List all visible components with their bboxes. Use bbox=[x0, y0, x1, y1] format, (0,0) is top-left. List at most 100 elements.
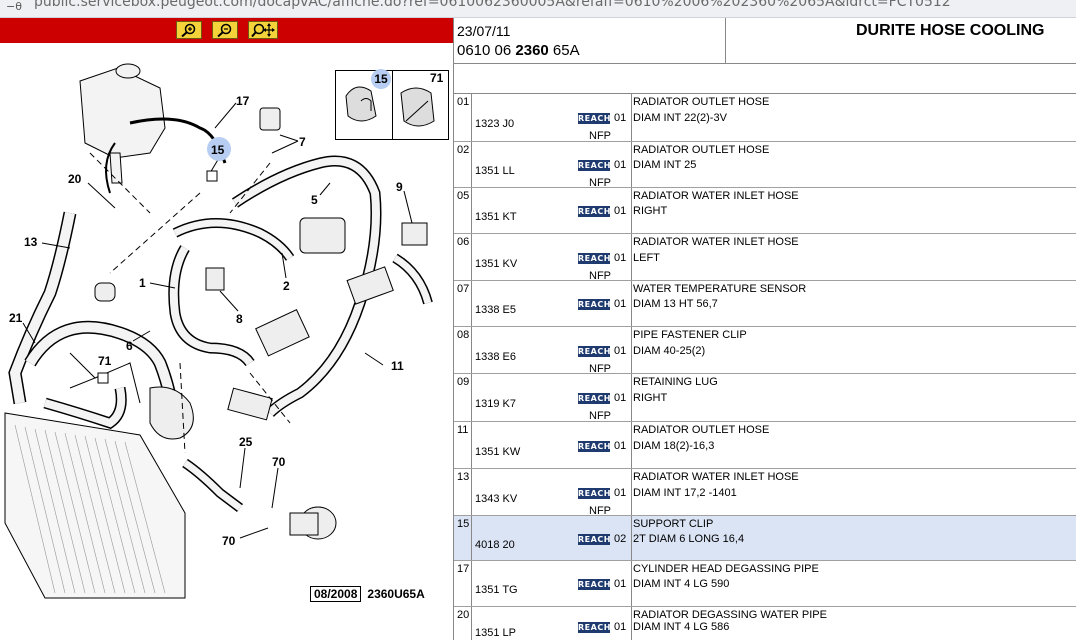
part-reference[interactable]: 1338 E6 bbox=[475, 351, 516, 363]
row-number: 08 bbox=[454, 327, 472, 373]
row-number: 07 bbox=[454, 281, 472, 326]
desc-divider bbox=[631, 142, 632, 187]
part-reference[interactable]: 1351 LL bbox=[475, 165, 515, 177]
ref-box-label-15[interactable]: 15 bbox=[371, 69, 391, 89]
part-quantity: 01 bbox=[614, 159, 627, 171]
desc-divider bbox=[631, 327, 632, 373]
header-spacer-row bbox=[454, 64, 1076, 94]
part-reference[interactable]: 1351 KT bbox=[475, 211, 517, 223]
callout-13: 13 bbox=[24, 235, 38, 249]
browser-url-bar[interactable]: −θ public.servicebox.peugeot.com/docapvA… bbox=[0, 0, 1076, 18]
callout-15: 15 bbox=[211, 143, 225, 157]
reach-badge: REACH bbox=[578, 534, 611, 545]
callout-7: 7 bbox=[299, 135, 306, 149]
part-description: RADIATOR OUTLET HOSE bbox=[633, 144, 770, 156]
callout-70-top: 70 bbox=[272, 455, 286, 469]
part-description: RADIATOR WATER INLET HOSE bbox=[633, 236, 799, 248]
part-quantity: 01 bbox=[614, 345, 627, 357]
part-quantity: 01 bbox=[614, 392, 627, 404]
callout-11: 11 bbox=[391, 359, 404, 373]
ref-box-clip-drawings bbox=[345, 86, 435, 127]
part-quantity: 01 bbox=[614, 487, 627, 499]
nfp-label: NFP bbox=[589, 270, 611, 282]
exploded-parts-diagram[interactable]: 17 15 7 20 5 9 13 1 2 8 21 6 71 11 25 70… bbox=[0, 43, 453, 640]
zoom-move-button[interactable] bbox=[248, 21, 278, 39]
part-reference[interactable]: 1319 K7 bbox=[475, 398, 516, 410]
part-description: SUPPORT CLIP bbox=[633, 518, 714, 530]
part-detail: RIGHT bbox=[633, 392, 668, 404]
url-text[interactable]: public.servicebox.peugeot.com/docapvAC/a… bbox=[34, 0, 951, 10]
desc-divider bbox=[631, 234, 632, 280]
part-detail: RIGHT bbox=[633, 205, 668, 217]
hose-drawings bbox=[8, 117, 433, 512]
part-quantity: 01 bbox=[614, 252, 627, 264]
part-detail: 2T DIAM 6 LONG 16,4 bbox=[633, 533, 745, 545]
radiator-drawing bbox=[4, 412, 186, 599]
part-description: RADIATOR DEGASSING WATER PIPE bbox=[633, 609, 827, 621]
nfp-label: NFP bbox=[589, 363, 611, 375]
zoom-out-icon bbox=[216, 23, 234, 37]
part-reference[interactable]: 1343 KV bbox=[475, 493, 518, 505]
component-drawings bbox=[94, 107, 428, 540]
part-reference[interactable]: 4018 20 bbox=[475, 539, 515, 551]
row-number: 20 bbox=[454, 607, 472, 640]
nfp-label: NFP bbox=[589, 410, 611, 422]
reach-badge: REACH bbox=[578, 579, 611, 590]
ref-prefix: 0610 06 bbox=[457, 42, 516, 59]
part-detail: DIAM INT 4 LG 590 bbox=[633, 578, 730, 590]
part-detail: DIAM 18(2)-16,3 bbox=[633, 440, 715, 452]
reach-badge: REACH bbox=[578, 299, 611, 310]
part-description: RETAINING LUG bbox=[633, 376, 718, 388]
expansion-tank-drawing bbox=[79, 63, 166, 184]
stamp-date: 08/2008 bbox=[310, 586, 362, 602]
part-description: RADIATOR WATER INLET HOSE bbox=[633, 190, 799, 202]
part-quantity: 01 bbox=[614, 578, 627, 590]
part-detail: DIAM 13 HT 56,7 bbox=[633, 298, 718, 310]
desc-divider bbox=[631, 607, 632, 640]
desc-divider bbox=[631, 561, 632, 606]
desc-divider bbox=[631, 469, 632, 515]
callout-8: 8 bbox=[236, 312, 243, 326]
zoom-out-button[interactable] bbox=[212, 21, 238, 39]
row-number: 15 bbox=[454, 516, 472, 560]
callout-2: 2 bbox=[283, 279, 290, 293]
desc-divider bbox=[631, 516, 632, 560]
nfp-label: NFP bbox=[589, 505, 611, 517]
row-number: 13 bbox=[454, 469, 472, 515]
part-reference[interactable]: 1338 E5 bbox=[475, 304, 516, 316]
nfp-label: NFP bbox=[589, 177, 611, 189]
part-quantity: 01 bbox=[614, 205, 627, 217]
part-detail: DIAM INT 4 LG 586 bbox=[633, 621, 730, 633]
desc-divider bbox=[631, 281, 632, 326]
callout-6: 6 bbox=[126, 339, 133, 353]
zoom-move-icon bbox=[251, 23, 275, 37]
detail-reference-box: 15 71 bbox=[335, 69, 449, 140]
part-reference[interactable]: 1351 LP bbox=[475, 627, 516, 639]
reach-badge: REACH bbox=[578, 488, 611, 499]
desc-divider bbox=[631, 374, 632, 421]
part-reference[interactable]: 1351 TG bbox=[475, 584, 518, 596]
part-reference[interactable]: 1323 J0 bbox=[475, 118, 515, 130]
diagram-toolbar bbox=[0, 18, 453, 43]
leader-lines bbox=[22, 102, 413, 539]
callout-labels: 17 15 7 20 5 9 13 1 2 8 21 6 71 11 25 70… bbox=[9, 94, 404, 548]
zoom-in-button[interactable] bbox=[176, 21, 202, 39]
part-quantity: 01 bbox=[614, 440, 627, 452]
parts-header: 23/07/11 0610 06 2360 65A DURITE HOSE CO… bbox=[454, 18, 1076, 64]
part-reference[interactable]: 1351 KV bbox=[475, 258, 518, 270]
part-reference[interactable]: 1351 KW bbox=[475, 446, 521, 458]
row-number: 17 bbox=[454, 561, 472, 606]
